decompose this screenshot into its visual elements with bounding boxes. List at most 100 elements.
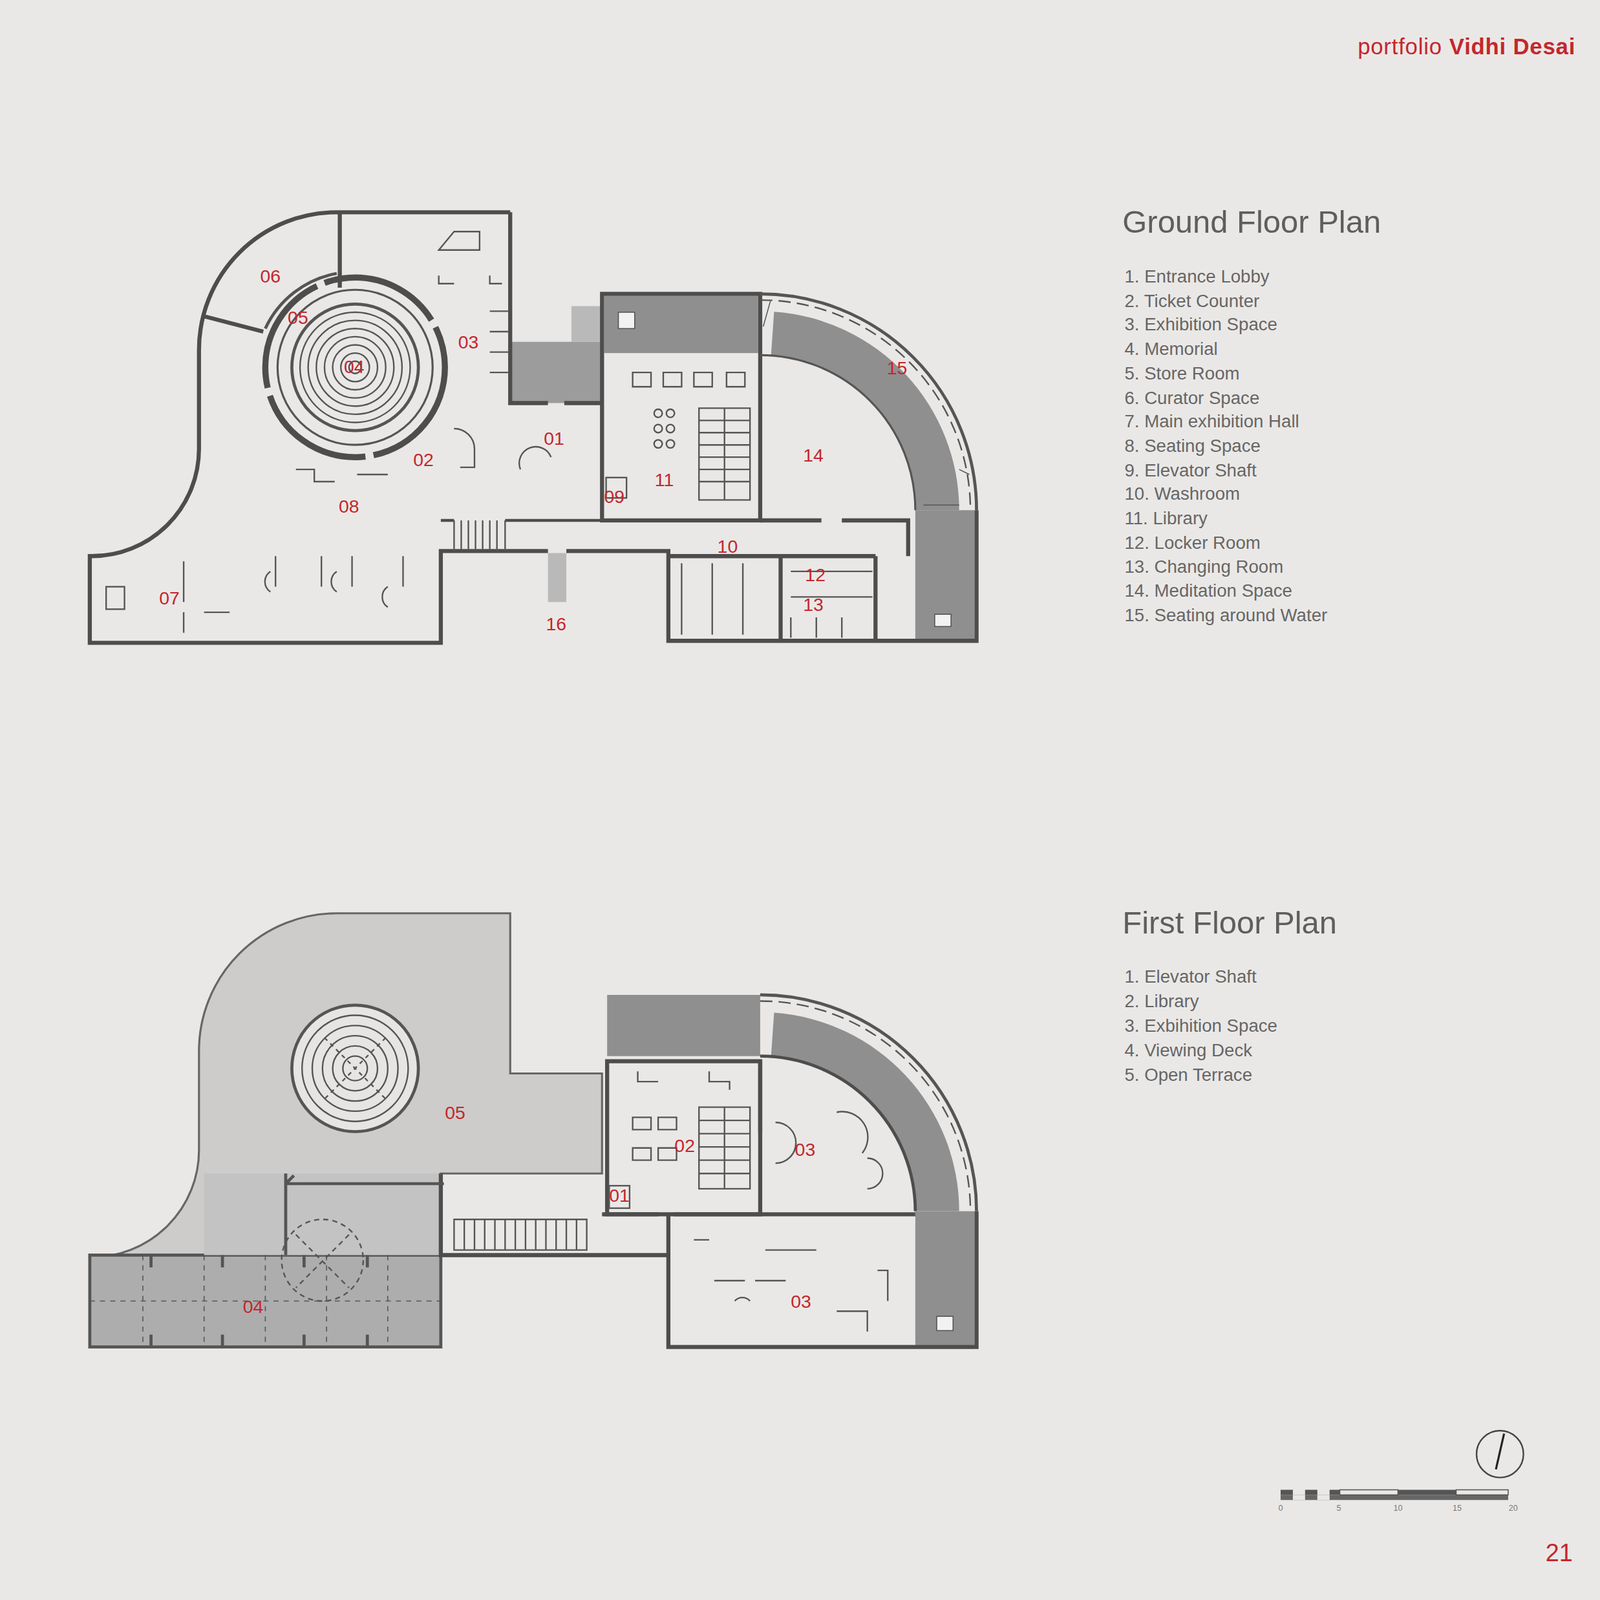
plan-linework: [666, 424, 675, 434]
legend-item: 2. Ticket Counter: [1124, 290, 1260, 311]
room-number: 02: [674, 1135, 695, 1157]
plan-linework: [1280, 1494, 1509, 1500]
plan-linework: [681, 563, 873, 638]
scale-number: 0: [1278, 1503, 1283, 1514]
plan-linework: [440, 519, 602, 523]
first-floor-walls: [440, 1056, 977, 1348]
plan-linework: [666, 409, 675, 418]
room-number: 01: [608, 1185, 630, 1207]
scale-number: 10: [1393, 1503, 1403, 1514]
legend-item: 10. Washroom: [1124, 484, 1240, 505]
plan-linework: [301, 1015, 408, 1122]
plan-linework: [204, 1173, 441, 1255]
plan-linework: [632, 372, 746, 387]
plan-linework: [763, 301, 970, 506]
room-number: 04: [243, 1296, 264, 1319]
room-number: 08: [338, 496, 360, 518]
room-number: 06: [259, 265, 281, 288]
plan-linework: [666, 439, 675, 448]
plan-linework: [668, 520, 909, 556]
plan-linework: [1455, 1490, 1509, 1496]
plan-linework: [438, 231, 509, 373]
plan-linework: [548, 553, 567, 603]
header-name: Vidhi Desai: [1449, 33, 1576, 60]
plan-linework: [618, 312, 635, 329]
plan-linework: [698, 407, 750, 500]
plan-linework: [780, 555, 876, 641]
room-number: 10: [717, 536, 739, 558]
room-number: 05: [287, 307, 309, 330]
plan-linework: [1339, 1490, 1398, 1496]
room-number: 03: [795, 1139, 816, 1162]
room-number: 04: [343, 356, 365, 379]
plan-linework: [693, 1239, 888, 1332]
scale-number: 5: [1336, 1503, 1341, 1514]
plan-linework: [281, 1219, 364, 1301]
plan-linework: [308, 320, 403, 415]
plan-linework: [324, 1037, 386, 1099]
plan-linework: [1397, 1490, 1456, 1496]
plan-linework: [296, 1234, 350, 1288]
plan-linework: [291, 1005, 419, 1132]
plan-linework: [265, 277, 445, 458]
plan-heading: First Floor Plan: [1122, 905, 1337, 942]
page-header: portfolioVidhi Desai: [1357, 33, 1576, 60]
room-number: 03: [790, 1291, 812, 1313]
plan-linework: [299, 312, 410, 423]
plan-linework: [760, 1056, 916, 1212]
plan-linework: [915, 510, 975, 639]
plan-linework: [603, 296, 758, 353]
plan-linework: [936, 1316, 953, 1331]
plan-linework: [632, 1117, 677, 1160]
plan-linework: [510, 341, 602, 404]
plan-linework: [760, 1000, 971, 1211]
plan-linework: [771, 1013, 960, 1212]
room-number: 11: [654, 469, 674, 492]
legend-item: 7. Main exhibition Hall: [1124, 411, 1299, 432]
room-number: 02: [413, 449, 434, 472]
plan-linework: [89, 212, 977, 643]
plan-linework: [453, 1219, 587, 1250]
legend-item: 3. Exbihition Space: [1124, 1015, 1277, 1037]
plan-linework: [698, 1107, 750, 1189]
plan-heading: Ground Floor Plan: [1122, 204, 1381, 241]
plan-linework: [277, 289, 433, 445]
plan-linework: [1292, 1494, 1306, 1500]
legend-item: 4. Viewing Deck: [1124, 1039, 1253, 1061]
legend-item: 6. Curator Space: [1124, 387, 1260, 408]
room-number: 01: [543, 427, 565, 450]
legend-item: 1. Entrance Lobby: [1124, 266, 1270, 288]
legend-item: 8. Seating Space: [1124, 435, 1260, 457]
north-arrow: [1476, 1430, 1524, 1478]
legend-item: 5. Open Terrace: [1124, 1064, 1253, 1085]
plan-linework: [915, 1211, 975, 1348]
plan-linework: [1317, 1494, 1330, 1500]
page-number: 21: [1545, 1539, 1573, 1568]
plan-linework: [760, 994, 977, 1212]
plan-linework: [775, 1111, 884, 1189]
plan-linework: [668, 1061, 977, 1348]
legend-item: 12. Locker Room: [1124, 532, 1260, 553]
plan-linework: [324, 336, 386, 399]
scale-bar: [1280, 1490, 1509, 1501]
plan-linework: [106, 586, 125, 610]
plan-linework: [89, 1254, 441, 1347]
room-number: 15: [886, 357, 908, 379]
plan-linework: [1305, 1490, 1318, 1496]
plan-linework: [771, 311, 960, 511]
plan-linework: [571, 306, 602, 342]
room-number: 03: [458, 332, 480, 354]
room-number: 05: [444, 1102, 466, 1125]
legend-item: 4. Memorial: [1124, 338, 1218, 360]
plan-linework: [322, 1035, 388, 1101]
room-number: 13: [802, 594, 824, 617]
room-number: 07: [159, 588, 180, 610]
legend-item: 1. Elevator Shaft: [1124, 966, 1257, 988]
plan-linework: [510, 212, 602, 403]
plan-linework: [638, 1071, 730, 1090]
plan-linework: [183, 555, 403, 633]
header-text: portfolio: [1357, 33, 1443, 60]
plan-linework: [934, 614, 951, 627]
plan-linework: [1476, 1430, 1524, 1478]
